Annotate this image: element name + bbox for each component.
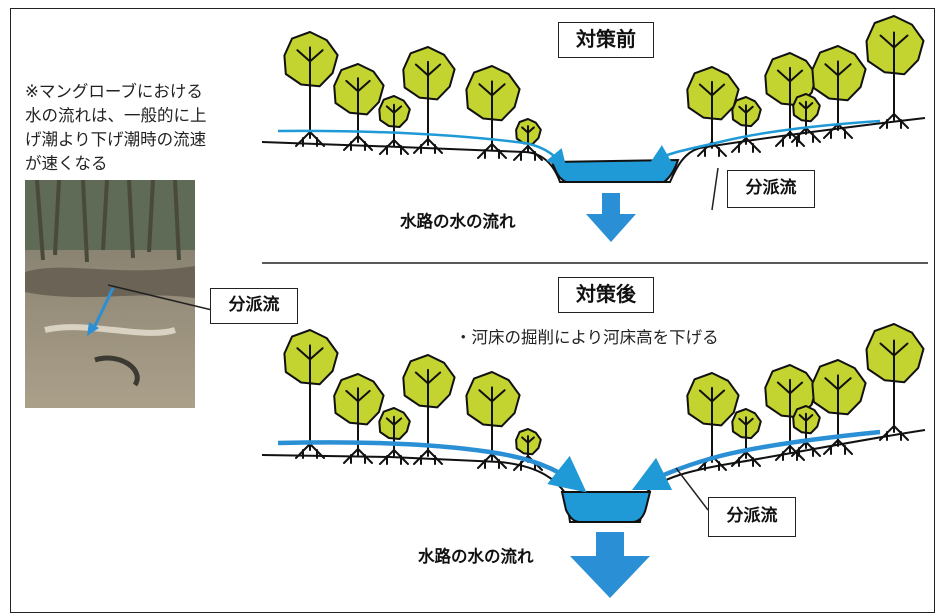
before-trees — [283, 15, 925, 161]
tree-icon — [402, 354, 456, 465]
down-arrow-icon — [570, 532, 650, 598]
flow-arrow-icon — [649, 119, 881, 164]
branch-leader-line — [675, 467, 709, 511]
tree-icon — [764, 52, 818, 147]
tree-icon — [283, 329, 339, 459]
tree-icon — [402, 46, 456, 154]
down-arrow-icon — [586, 193, 636, 242]
before-title: 対策前 — [558, 22, 654, 58]
tree-icon — [731, 408, 762, 467]
after-channel-water — [560, 491, 652, 523]
photo-leader-line — [107, 284, 213, 311]
photo-branch-label: 分派流 — [210, 288, 298, 324]
tree-icon — [378, 95, 411, 155]
tree-icon — [811, 359, 867, 455]
flow-arrow-icon — [277, 440, 587, 493]
before-flow-label: 水路の水の流れ — [400, 212, 516, 231]
before-branch-label: 分派流 — [727, 170, 815, 208]
tree-icon — [791, 93, 821, 143]
mangrove-note: ※マングローブにおける 水の流れは、一般的に上 げ潮より下げ潮時の流速 が速くな… — [25, 82, 207, 173]
after-note: ・河床の掘削により河床高を下げる — [455, 328, 719, 347]
tree-icon — [465, 65, 521, 159]
tree-icon — [865, 15, 925, 129]
tree-icon — [465, 371, 521, 469]
tree-icon — [378, 407, 411, 465]
tree-icon — [811, 45, 867, 139]
after-flow-label: 水路の水の流れ — [418, 547, 534, 566]
mangrove-photo — [25, 180, 195, 408]
after-title: 対策後 — [558, 277, 654, 313]
tree-icon — [513, 428, 543, 471]
before-channel-water — [550, 158, 680, 183]
tree-icon — [333, 63, 385, 151]
branch-leader-line — [711, 167, 719, 211]
tree-icon — [865, 323, 925, 441]
after-ground-line — [261, 429, 926, 523]
tree-icon — [731, 96, 762, 153]
tree-icon — [283, 31, 339, 147]
flow-arrow-icon — [631, 429, 881, 491]
tree-icon — [686, 66, 740, 157]
tree-icon — [333, 373, 385, 464]
after-trees — [283, 323, 925, 471]
after-branch-label: 分派流 — [708, 497, 796, 537]
flow-arrow-icon — [277, 129, 567, 170]
tree-icon — [764, 364, 818, 461]
